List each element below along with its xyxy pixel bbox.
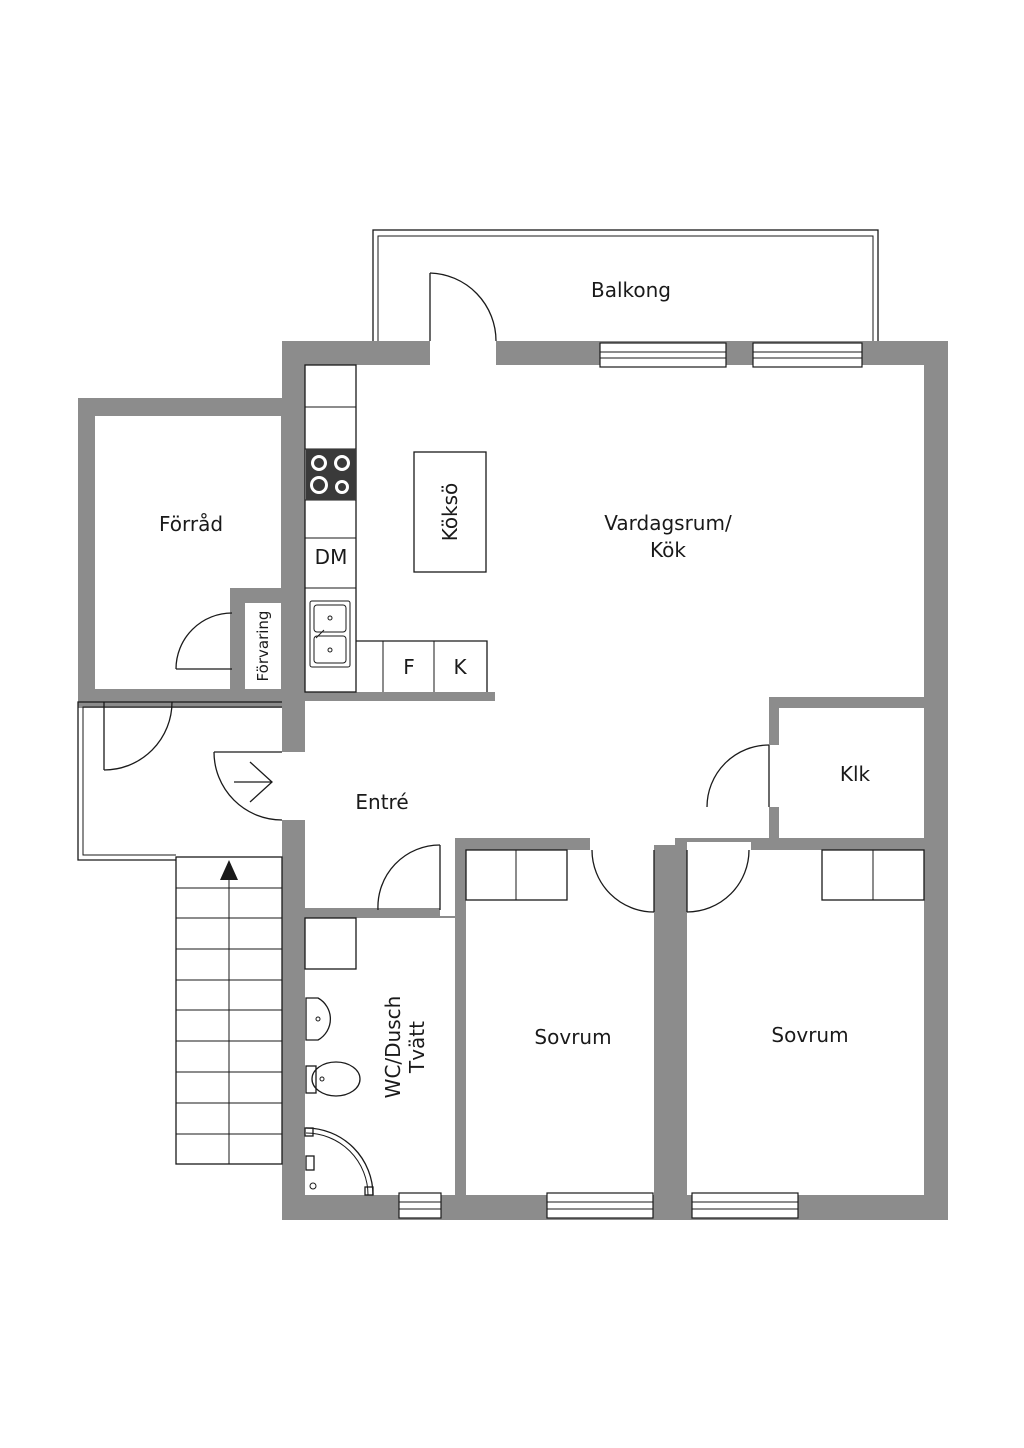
label-forrad: Förråd (159, 512, 223, 536)
kitchen (304, 364, 488, 693)
toilet-icon (305, 1061, 361, 1097)
label-vardagsrum-line1: Vardagsrum/ (604, 511, 732, 535)
kitchen-island (413, 451, 487, 573)
rooms (95, 338, 924, 1195)
label-sovrum-2: Sovrum (771, 1023, 848, 1047)
label-balkong: Balkong (591, 278, 671, 302)
room-labels: Balkong Förråd Köksö Vardagsrum/ Kök DM … (159, 278, 871, 1098)
label-wc-line2: Tvätt (405, 1021, 429, 1074)
doors (175, 272, 770, 913)
label-sovrum-1: Sovrum (534, 1025, 611, 1049)
label-dishwasher: DM (315, 545, 348, 569)
entrance-porch (77, 701, 282, 861)
stove-icon (306, 449, 356, 500)
wardrobes (465, 849, 925, 901)
label-freezer: K (453, 655, 467, 679)
label-klk: Klk (840, 762, 871, 786)
bathroom (304, 917, 374, 1196)
sink-icon (309, 600, 351, 668)
stairs-arrow-icon (220, 860, 238, 880)
washbasin-icon (305, 997, 331, 1041)
label-vardagsrum-line2: Kök (650, 538, 686, 562)
internal-walls (305, 692, 924, 1198)
label-koksö: Köksö (438, 483, 462, 542)
label-wc-line1: WC/Dusch (381, 996, 405, 1099)
stairs (175, 856, 283, 1165)
label-entre: Entré (355, 790, 408, 814)
shower-icon (304, 1127, 374, 1196)
label-fridge: F (403, 655, 415, 679)
windows (398, 342, 863, 1219)
label-forvaring: Förvaring (254, 611, 272, 682)
